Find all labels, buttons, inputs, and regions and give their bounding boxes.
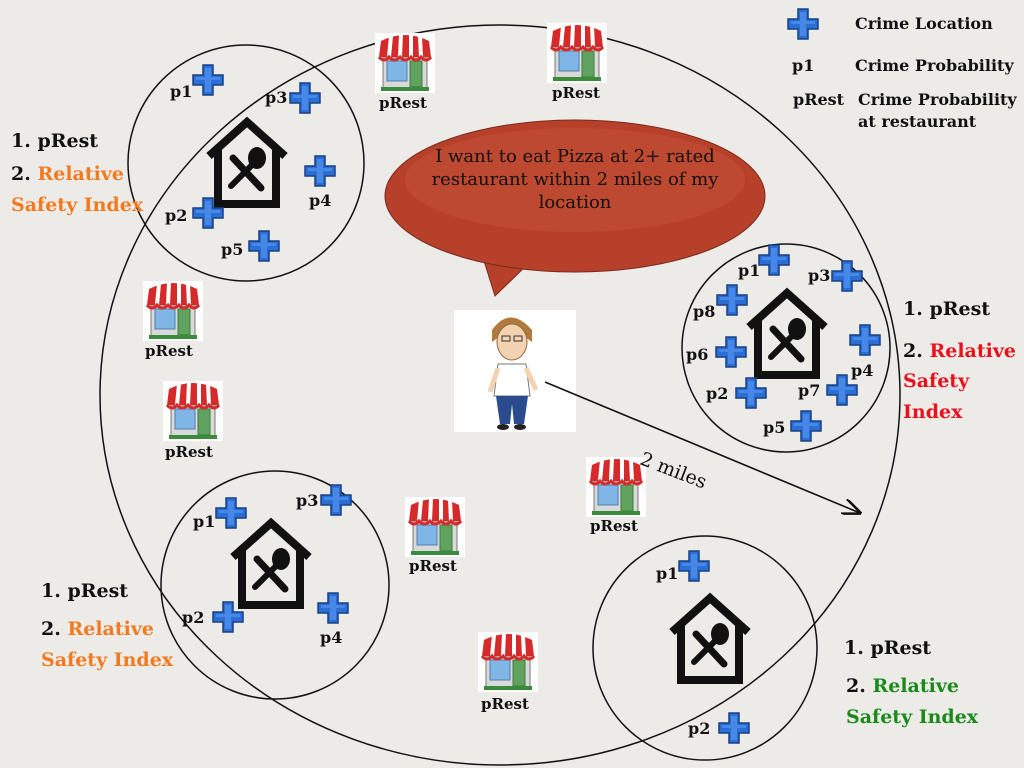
bubble-text: I want to eat Pizza at 2+ rated restaura… bbox=[431, 146, 719, 213]
cluster-circle-bottom-left bbox=[160, 470, 390, 700]
store-icon bbox=[141, 279, 205, 343]
restaurant-label: pRest bbox=[590, 517, 638, 535]
cluster-label-safety-line3: Index bbox=[903, 401, 963, 423]
crime-probability-label: p2 bbox=[182, 608, 205, 627]
restaurant-label: pRest bbox=[409, 557, 457, 575]
crime-location-icon bbox=[320, 484, 352, 516]
store-icon bbox=[545, 21, 609, 85]
crime-location-icon bbox=[715, 336, 747, 368]
cluster-label-prest: 1. pRest bbox=[11, 130, 99, 152]
legend-crime-location-icon bbox=[787, 8, 819, 40]
cluster-label-prest: 1. pRest bbox=[844, 637, 932, 659]
crime-location-icon bbox=[192, 64, 224, 96]
crime-probability-label: p2 bbox=[706, 384, 729, 403]
crime-location-icon bbox=[317, 592, 349, 624]
crime-probability-label: p1 bbox=[738, 261, 761, 280]
cluster-label-safety: 2. Relative bbox=[11, 159, 124, 189]
cluster-label-safety-line2: Safety Index bbox=[41, 649, 174, 671]
store-icon bbox=[403, 495, 467, 559]
crime-location-icon bbox=[678, 550, 710, 582]
crime-probability-label: p1 bbox=[170, 82, 193, 101]
legend-prest-desc-line2: at restaurant bbox=[858, 112, 977, 131]
cluster-label-safety-line2: Safety Index bbox=[846, 706, 979, 728]
store-icon bbox=[161, 379, 225, 443]
crime-location-icon bbox=[718, 712, 750, 744]
restaurant-label: pRest bbox=[552, 84, 600, 102]
cluster-label-prest: 1. pRest bbox=[41, 580, 129, 602]
legend-p1-key: p1 bbox=[792, 56, 815, 75]
legend-p1-desc: Crime Probability bbox=[855, 56, 1014, 75]
restaurant-label: pRest bbox=[379, 94, 427, 112]
restaurant-house-icon bbox=[233, 523, 309, 605]
store-icon bbox=[373, 31, 437, 95]
crime-location-icon bbox=[248, 230, 280, 262]
crime-probability-label: p2 bbox=[688, 719, 711, 738]
legend-crime-location: Crime Location bbox=[855, 14, 993, 33]
crime-probability-label: p2 bbox=[165, 206, 188, 225]
crime-probability-label: p6 bbox=[686, 345, 709, 364]
restaurant-label: pRest bbox=[165, 443, 213, 461]
crime-probability-label: p4 bbox=[851, 361, 874, 380]
crime-probability-label: p1 bbox=[656, 564, 679, 583]
crime-probability-label: p5 bbox=[221, 240, 244, 259]
legend-prest-key: pRest bbox=[793, 90, 845, 109]
radius-circle bbox=[99, 24, 901, 766]
cluster-circle-bottom-right bbox=[592, 535, 818, 761]
crime-probability-label: p3 bbox=[808, 266, 831, 285]
cluster-label-safety-line2: Safety Index bbox=[11, 194, 144, 216]
crime-location-icon bbox=[758, 244, 790, 276]
speech-bubble bbox=[384, 119, 766, 297]
crime-location-icon bbox=[831, 260, 863, 292]
cluster-label-safety: 2. Relative bbox=[41, 618, 154, 640]
store-icon bbox=[476, 630, 540, 694]
person-icon bbox=[454, 310, 576, 432]
cluster-label-safety-line2: Safety bbox=[903, 370, 970, 392]
crime-probability-label: p7 bbox=[798, 381, 821, 400]
crime-probability-label: p3 bbox=[296, 491, 319, 510]
crime-location-icon bbox=[215, 497, 247, 529]
crime-probability-label: p8 bbox=[693, 302, 716, 321]
safety-prefix: 2. Relative bbox=[11, 163, 124, 185]
restaurant-label: pRest bbox=[145, 342, 193, 360]
crime-probability-label: p3 bbox=[265, 88, 288, 107]
crime-location-icon bbox=[304, 155, 336, 187]
crime-probability-label: p5 bbox=[763, 418, 786, 437]
cluster-label-prest: 1. pRest bbox=[903, 298, 991, 320]
crime-location-icon bbox=[849, 324, 881, 356]
restaurant-label: pRest bbox=[481, 695, 529, 713]
restaurant-house-icon bbox=[209, 122, 285, 204]
crime-probability-label: p1 bbox=[193, 512, 216, 531]
cluster-label-safety: 2. Relative bbox=[846, 675, 959, 697]
restaurant-house-icon bbox=[749, 293, 825, 375]
legend-prest-desc-line1: Crime Probability bbox=[858, 90, 1017, 109]
cluster-label-safety: 2. Relative bbox=[903, 340, 1016, 362]
crime-location-icon bbox=[289, 82, 321, 114]
restaurant-house-icon bbox=[672, 598, 748, 680]
crime-probability-label: p4 bbox=[309, 191, 332, 210]
crime-location-icon bbox=[716, 284, 748, 316]
cluster-circle-right bbox=[681, 243, 891, 453]
crime-location-icon bbox=[790, 410, 822, 442]
crime-probability-label: p4 bbox=[320, 628, 343, 647]
cluster-circle-top-left bbox=[127, 44, 365, 282]
crime-location-icon bbox=[735, 377, 767, 409]
distance-arrow bbox=[544, 381, 860, 513]
